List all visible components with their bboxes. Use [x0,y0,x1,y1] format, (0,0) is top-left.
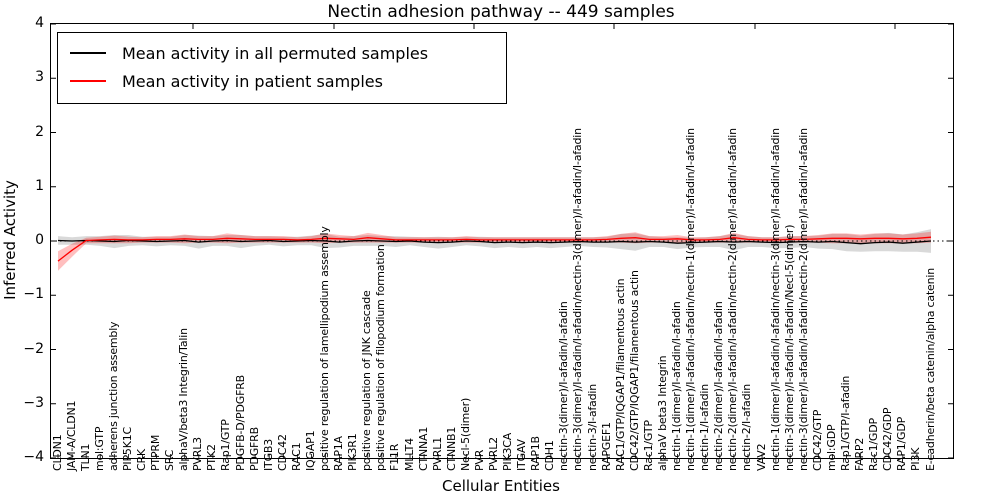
x-tick-label: PI3K [909,447,923,471]
x-tick-label: CRK [134,449,148,471]
x-tick-label: RAP1A [332,436,346,471]
x-tick-label: nectin-1(dimer)/I-afadin/I-afadin/nectin… [768,128,782,471]
x-tick-label: mol:GTP [92,426,106,471]
x-tick-label: alphaV/beta3 Integrin/Talin [177,328,191,471]
x-tick-label: TLN1 [78,443,92,471]
x-axis-label: Cellular Entities [442,477,560,495]
x-tick-label: PVRL1 [430,437,444,471]
x-tick-label: ITGB3 [261,438,275,471]
x-tick-label: CDH1 [543,440,557,471]
x-tick-label: CDC42/GDP [881,407,895,471]
x-tick-label: PVRL2 [487,437,500,471]
x-tick-label: nectin-3/I-afadin [585,384,599,471]
x-tick-label: nectin-2(dimer)/I-afadin/I-afadin [712,301,726,471]
x-tick-label: IQGAP1 [303,430,317,471]
x-tick-label: Necl-5(dimer) [458,397,472,471]
x-tick-label: RAPGEF1 [599,422,613,471]
y-tick-label: 3 [35,69,44,86]
y-tick-label: 4 [35,15,44,31]
x-tick-label: RAP1/GDP [895,416,909,471]
x-tick-label: SRC [163,449,177,471]
x-tick-label: RAC1/GTP/IQGAP1/filamentous actin [613,278,627,471]
chart-title: Nectin adhesion pathway -- 449 samples [327,2,675,22]
x-tick-label: nectin-1(dimer)/I-afadin/I-afadin [670,301,684,471]
x-tick-label: E-cadherin/beta catenin/alpha catenin [923,267,937,471]
x-tick-label: nectin-3(dimer)/I-afadin/I-afadin [557,301,571,471]
x-tick-label: RAC1 [289,442,303,471]
legend-line-red-icon [70,80,106,82]
x-tick-label: adherens junction assembly [106,321,120,471]
x-tick-label: positive regulation of JNK cascade [360,290,374,471]
x-tick-label: nectin-1(dimer)/I-afadin/I-afadin/nectin… [684,128,698,471]
x-tick-label: PIP5K1C [120,426,134,471]
x-tick-label: PVRL3 [191,437,205,471]
x-tick-label: positive regulation of filopodium format… [374,244,388,471]
x-tick-label: CDC42/GTP [810,409,824,471]
x-tick-label: nectin-3(dimer)/I-afadin/I-afadin/nectin… [571,128,585,471]
x-tick-label: RAP1B [529,436,543,471]
x-tick-label: Rac1/GTP [641,420,655,471]
x-tick-label: FARP2 [853,437,867,471]
legend: Mean activity in all permuted samples Me… [57,32,507,104]
x-tick-label: CDC42/GTP/IQGAP1/filamentous actin [627,270,641,471]
legend-entry-patient: Mean activity in patient samples [70,67,506,95]
x-tick-label: CTNNB1 [444,426,458,471]
x-tick-label: PDGFRB [247,427,261,471]
x-tick-label: CDC42 [275,434,289,471]
x-tick-label: Rap1/GTP [219,419,233,471]
x-tick-label: positive regulation of lamellipodium ass… [318,226,332,471]
y-tick-label: −4 [23,449,44,465]
x-tick-label: alphaV beta3 Integrin [655,355,669,471]
x-tick-label: CLDN1 [50,434,64,471]
x-tick-label: ITGAV [515,439,529,471]
x-tick-label: PIK3CA [501,432,515,471]
x-tick-label: nectin-2/I-afadin [740,384,754,471]
y-tick-label: 0 [35,232,44,248]
y-tick-label: −2 [23,340,44,357]
x-tick-label: Rac1/GDP [867,418,881,471]
legend-entry-permuted: Mean activity in all permuted samples [70,39,506,67]
x-tick-label: CTNNA1 [416,426,430,471]
x-tick-label: PTPRM [149,434,163,471]
plot-area [50,23,954,459]
x-tick-label: PDGFB-D/PDGFRB [233,375,247,471]
y-tick-label: −1 [23,286,44,303]
legend-label: Mean activity in all permuted samples [122,43,429,63]
x-tick-label: nectin-3(dimer)/I-afadin/I-afadin/nectin… [796,128,810,471]
chart-canvas [51,24,953,458]
x-tick-label: MLLT4 [402,438,416,471]
x-tick-label: F11R [388,443,402,471]
x-tick-label: VAV2 [754,443,768,471]
x-tick-label: PVR [472,449,486,471]
y-tick-label: 1 [35,177,44,194]
x-tick-label: nectin-1/I-afadin [698,384,712,471]
y-tick-label: 2 [35,123,44,140]
legend-line-black-icon [70,52,106,54]
legend-label: Mean activity in patient samples [122,71,383,91]
x-tick-label: JAM-A/CLDN1 [64,400,78,471]
x-tick-label: PIK3R1 [346,433,360,471]
x-tick-label: PTK2 [205,444,219,471]
x-tick-label: nectin-2(dimer)/I-afadin/I-afadin/nectin… [726,128,740,471]
x-tick-label: mol:GDP [824,424,838,471]
y-tick-label: −3 [23,394,44,411]
x-tick-label: nectin-3(dimer)/I-afadin/I-afadin/Necl-5… [782,224,796,471]
x-tick-label: Rap1/GTP/I-afadin [839,375,853,471]
